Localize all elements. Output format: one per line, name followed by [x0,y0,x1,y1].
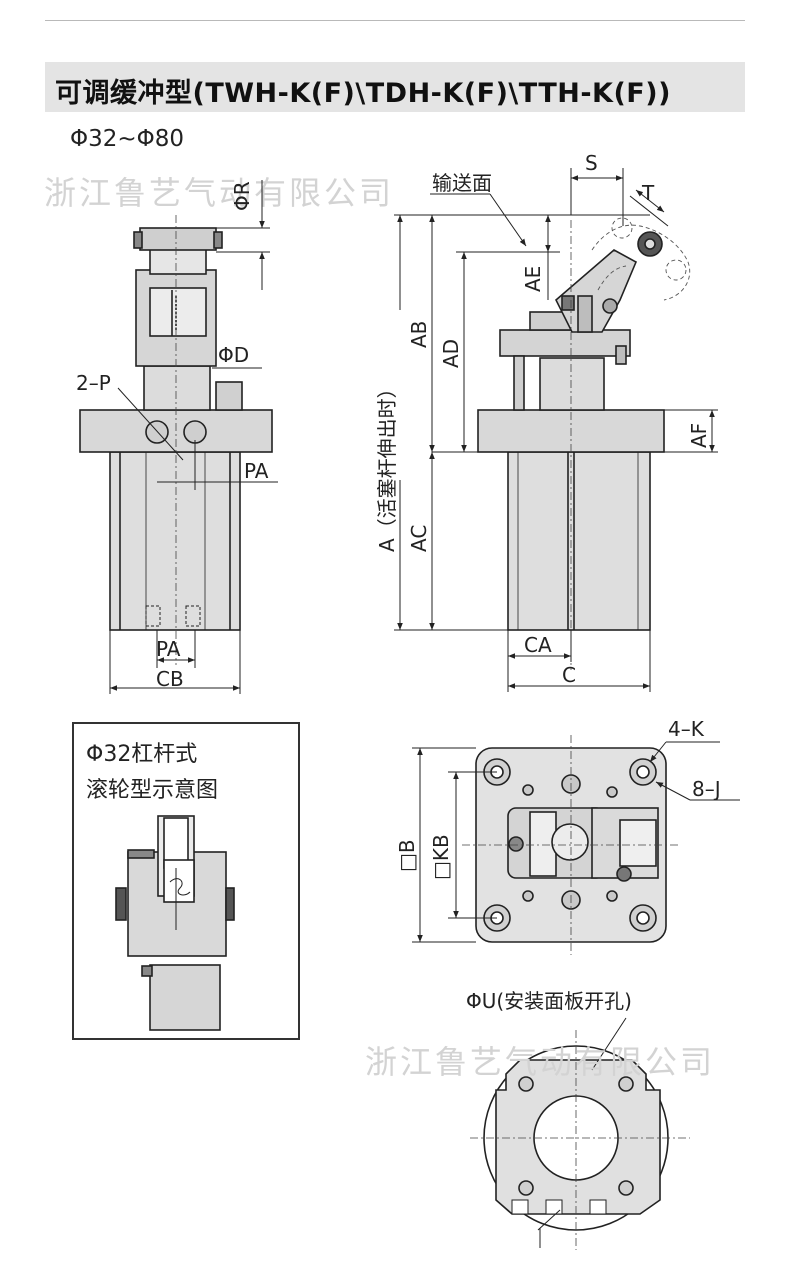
dim-phi-r: ΦR [230,181,254,211]
dim-ac: AC [407,525,431,552]
top-view-centerlines [462,735,680,955]
mounting-hole-dimensions [537,1017,627,1248]
dim-b: □B [395,839,419,872]
inset-title-line2: 滚轮型示意图 [86,778,219,803]
dim-kb: □KB [429,834,453,880]
dim-s: S [585,151,598,175]
dim-pa-upper: PA [244,459,269,483]
front-view-dimensions [109,180,278,694]
side-view [477,231,665,631]
inset-title-line1: Φ32杠杆式 [86,742,198,767]
dim-ae: AE [521,266,545,292]
dim-2-p: 2–P [76,371,111,395]
dim-conveying-surface: 输送面 [432,171,492,195]
dim-cb: CB [156,667,184,691]
size-range-label: Φ32~Φ80 [70,126,185,152]
dim-phi-u: ΦU(安装面板开孔) [466,989,632,1013]
top-view-dimensions [412,741,740,943]
top-divider [45,20,745,21]
dim-pa-lower: PA [156,637,181,661]
inset-sketch [115,815,235,1031]
dim-phi-d: ΦD [218,343,249,367]
dim-4-k: 4–K [668,717,705,741]
dim-8-j: 8–J [692,777,721,801]
dim-ad: AD [439,339,463,368]
dim-c: C [562,663,576,687]
title-bar: 可调缓冲型(TWH-K(F)\TDH-K(F)\TTH-K(F)) [45,62,745,112]
watermark-bottom: 浙江鲁艺气动有限公司 [365,1043,716,1081]
side-view-dimensions [394,168,718,692]
dim-ab: AB [407,321,431,348]
mounting-hole-centerlines [470,1030,690,1250]
dim-ca: CA [524,633,552,657]
dim-a: A（活塞杆伸出时） [375,378,399,552]
side-view-phantom [591,217,691,301]
dim-t: T [641,181,655,205]
dim-af: AF [687,423,711,448]
inset-panel: Φ32杠杆式 滚轮型示意图 [72,722,300,1040]
watermark-top: 浙江鲁艺气动有限公司 [44,174,395,212]
page-title: 可调缓冲型(TWH-K(F)\TDH-K(F)\TTH-K(F)) [55,78,671,109]
